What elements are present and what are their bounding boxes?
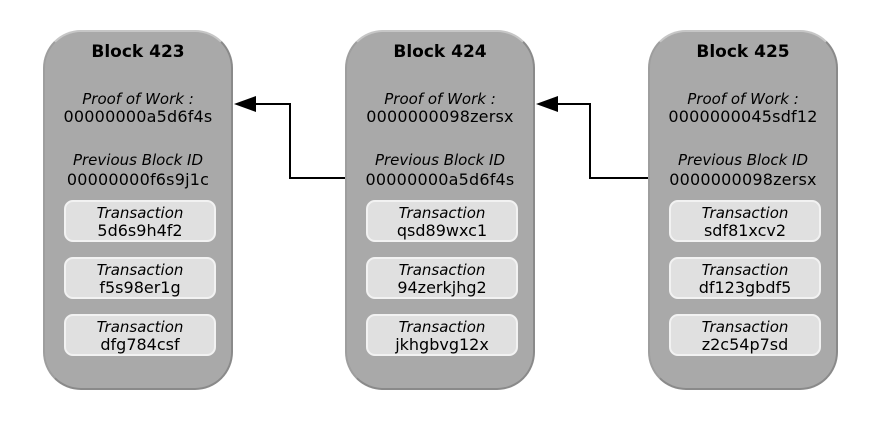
transaction-box: Transaction jkhgbvg12x xyxy=(366,314,518,356)
transaction-label: Transaction xyxy=(96,204,184,222)
previous-block-id-label: Previous Block ID xyxy=(374,151,506,169)
transaction-label: Transaction xyxy=(701,261,789,279)
block-card-425: Block 425 Proof of Work : 0000000045sdf1… xyxy=(648,30,838,390)
block-title: Block 424 xyxy=(393,42,487,62)
arrow-block424-to-block423 xyxy=(234,96,345,179)
block-card-424: Block 424 Proof of Work : 0000000098zers… xyxy=(345,30,535,390)
transaction-label: Transaction xyxy=(96,261,184,279)
proof-of-work-label: Proof of Work : xyxy=(82,90,194,108)
transaction-box: Transaction z2c54p7sd xyxy=(669,314,821,356)
block-title: Block 425 xyxy=(696,42,790,62)
transaction-id: f5s98er1g xyxy=(99,278,181,297)
transaction-label: Transaction xyxy=(398,318,486,336)
transaction-id: jkhgbvg12x xyxy=(395,335,489,354)
transaction-id: df123gbdf5 xyxy=(698,278,792,297)
previous-block-id-value: 00000000a5d6f4s xyxy=(365,170,515,189)
transaction-id: z2c54p7sd xyxy=(701,335,789,354)
transaction-id: 94zerkjhg2 xyxy=(397,278,487,297)
block-title: Block 423 xyxy=(91,42,185,62)
transaction-box: Transaction 94zerkjhg2 xyxy=(366,257,518,299)
proof-of-work-value: 0000000098zersx xyxy=(366,107,514,126)
transaction-id: 5d6s9h4f2 xyxy=(97,221,183,240)
proof-of-work-label: Proof of Work : xyxy=(384,90,496,108)
proof-of-work-value: 00000000a5d6f4s xyxy=(63,107,213,126)
proof-of-work-label: Proof of Work : xyxy=(687,90,799,108)
transaction-box: Transaction 5d6s9h4f2 xyxy=(64,200,216,242)
transaction-box: Transaction f5s98er1g xyxy=(64,257,216,299)
transaction-label: Transaction xyxy=(398,204,486,222)
arrowhead-icon xyxy=(536,96,558,112)
previous-block-id-label: Previous Block ID xyxy=(72,151,204,169)
previous-block-id-label: Previous Block ID xyxy=(677,151,809,169)
proof-of-work-value: 0000000045sdf12 xyxy=(668,107,818,126)
transaction-label: Transaction xyxy=(96,318,184,336)
transaction-label: Transaction xyxy=(398,261,486,279)
transaction-label: Transaction xyxy=(701,204,789,222)
transaction-box: Transaction df123gbdf5 xyxy=(669,257,821,299)
block-card-423: Block 423 Proof of Work : 00000000a5d6f4… xyxy=(43,30,233,390)
previous-block-id-value: 00000000f6s9j1c xyxy=(66,170,210,189)
arrowhead-icon xyxy=(234,96,256,112)
transaction-box: Transaction dfg784csf xyxy=(64,314,216,356)
transaction-id: dfg784csf xyxy=(100,335,180,354)
transaction-box: Transaction qsd89wxc1 xyxy=(366,200,518,242)
transaction-label: Transaction xyxy=(701,318,789,336)
previous-block-id-value: 0000000098zersx xyxy=(669,170,817,189)
transaction-box: Transaction sdf81xcv2 xyxy=(669,200,821,242)
transaction-id: qsd89wxc1 xyxy=(396,221,488,240)
arrow-block425-to-block424 xyxy=(536,96,648,179)
transaction-id: sdf81xcv2 xyxy=(703,221,787,240)
